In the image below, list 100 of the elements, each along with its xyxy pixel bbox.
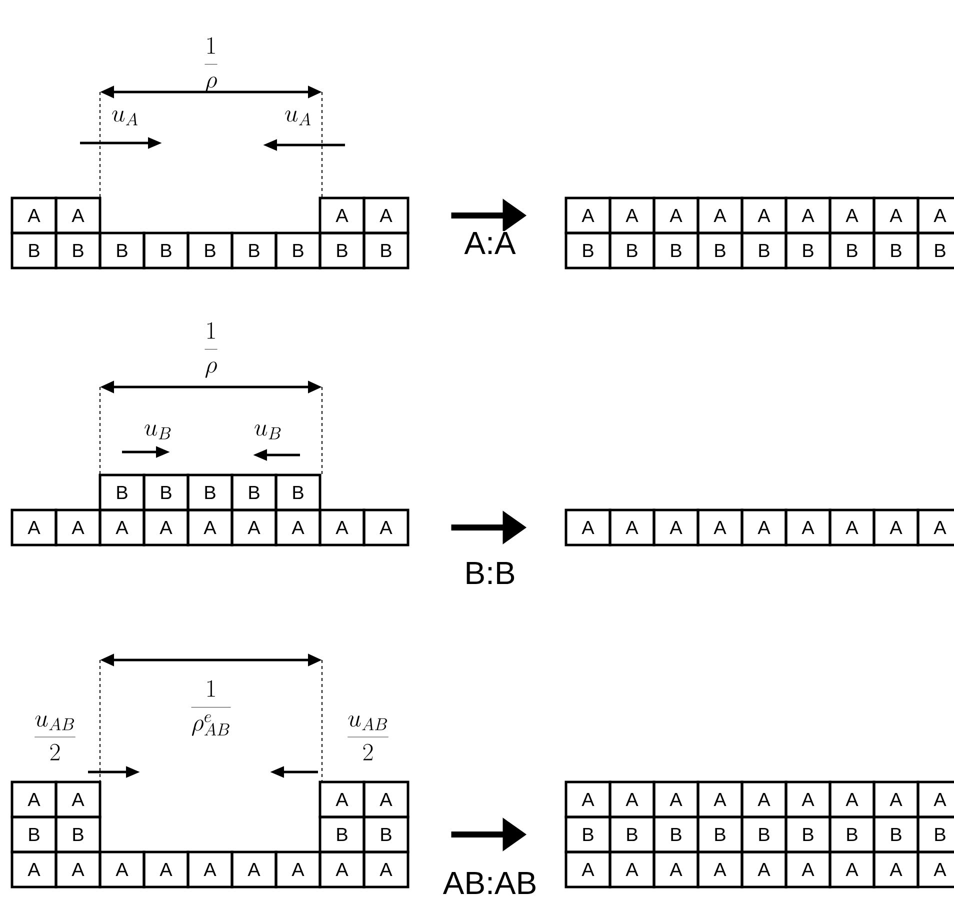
letter-cell: A: [696, 508, 744, 546]
letter-cell: A: [274, 508, 322, 546]
math-label: $u_B$: [144, 424, 171, 440]
math-label: $\frac{u_{AB}}{2}$: [348, 715, 388, 760]
math-label: $\frac{1}{\rho}$: [204, 322, 218, 378]
letter-cell: B: [740, 232, 788, 270]
letter-cell: A: [652, 196, 700, 234]
edge-label: AB:AB: [442, 870, 538, 895]
letter-cell: B: [828, 816, 876, 854]
letter-cell: A: [784, 850, 832, 888]
letter-cell: A: [696, 196, 744, 234]
letter-cell: A: [10, 780, 58, 818]
letter-cell: B: [10, 232, 58, 270]
letter-cell: A: [740, 196, 788, 234]
letter-cell: A: [318, 508, 366, 546]
letter-cell: A: [784, 196, 832, 234]
letter-cell: A: [362, 508, 410, 546]
letter-cell: A: [608, 780, 656, 818]
letter-cell: A: [230, 850, 278, 888]
math-label: $\frac{u_{AB}}{2}$: [34, 715, 76, 760]
letter-cell: A: [652, 508, 700, 546]
letter-cell: B: [608, 232, 656, 270]
letter-cell: A: [916, 508, 954, 546]
letter-cell: A: [142, 508, 190, 546]
letter-cell: A: [564, 780, 612, 818]
letter-cell: B: [54, 232, 102, 270]
letter-cell: A: [828, 196, 876, 234]
letter-cell: A: [10, 850, 58, 888]
letter-cell: B: [652, 232, 700, 270]
letter-cell: A: [696, 780, 744, 818]
letter-cell: B: [142, 232, 190, 270]
letter-cell: A: [98, 508, 146, 546]
letter-cell: A: [274, 850, 322, 888]
letter-cell: A: [54, 850, 102, 888]
edge-label: A:A: [463, 231, 517, 255]
letter-cell: A: [362, 780, 410, 818]
math-label: $u_A$: [285, 110, 311, 126]
letter-cell: A: [318, 780, 366, 818]
letter-cell: A: [54, 508, 102, 546]
letter-cell: A: [98, 850, 146, 888]
letter-cell: A: [784, 780, 832, 818]
letter-cell: B: [186, 474, 234, 512]
letter-cell: A: [828, 850, 876, 888]
letter-cell: B: [784, 232, 832, 270]
letter-cell: A: [652, 850, 700, 888]
letter-cell: A: [54, 780, 102, 818]
letter-cell: A: [652, 780, 700, 818]
letter-cell: B: [784, 816, 832, 854]
letter-cell: B: [696, 816, 744, 854]
letter-cell: B: [186, 232, 234, 270]
letter-cell: A: [872, 196, 920, 234]
letter-cell: A: [608, 850, 656, 888]
letter-cell: A: [740, 850, 788, 888]
letter-cell: A: [318, 196, 366, 234]
letter-cell: B: [10, 816, 58, 854]
letter-cell: A: [10, 196, 58, 234]
letter-cell: A: [696, 850, 744, 888]
letter-cell: A: [230, 508, 278, 546]
math-label: $u_B$: [254, 424, 281, 440]
letter-cell: A: [608, 196, 656, 234]
letter-cell: A: [564, 508, 612, 546]
letter-cell: A: [362, 196, 410, 234]
letter-cell: A: [872, 508, 920, 546]
letter-cell: B: [54, 816, 102, 854]
math-label: $u_A$: [112, 110, 138, 126]
edge-label: B:B: [463, 561, 517, 585]
letter-cell: B: [564, 816, 612, 854]
letter-cell: A: [142, 850, 190, 888]
letter-cell: A: [740, 780, 788, 818]
letter-cell: A: [362, 850, 410, 888]
letter-cell: B: [916, 232, 954, 270]
letter-cell: A: [828, 780, 876, 818]
letter-cell: A: [318, 850, 366, 888]
letter-cell: B: [828, 232, 876, 270]
letter-cell: A: [784, 508, 832, 546]
letter-cell: B: [872, 232, 920, 270]
letter-cell: A: [872, 850, 920, 888]
letter-cell: B: [608, 816, 656, 854]
math-label: $\frac{1}{\rho}$: [204, 37, 218, 93]
letter-cell: A: [828, 508, 876, 546]
letter-cell: B: [564, 232, 612, 270]
math-label: $\frac{1}{\rho^e_{AB}}$: [191, 680, 231, 736]
letter-cell: A: [872, 780, 920, 818]
letter-cell: B: [872, 816, 920, 854]
letter-cell: A: [10, 508, 58, 546]
letter-cell: B: [362, 232, 410, 270]
letter-cell: B: [230, 232, 278, 270]
letter-cell: B: [652, 816, 700, 854]
letter-cell: A: [54, 196, 102, 234]
letter-cell: A: [186, 508, 234, 546]
letter-cell: B: [696, 232, 744, 270]
letter-cell: B: [318, 816, 366, 854]
letter-cell: A: [916, 196, 954, 234]
letter-cell: A: [608, 508, 656, 546]
letter-cell: A: [740, 508, 788, 546]
letter-cell: A: [186, 850, 234, 888]
letter-cell: B: [230, 474, 278, 512]
letter-cell: A: [564, 850, 612, 888]
letter-cell: B: [98, 474, 146, 512]
letter-cell: B: [740, 816, 788, 854]
